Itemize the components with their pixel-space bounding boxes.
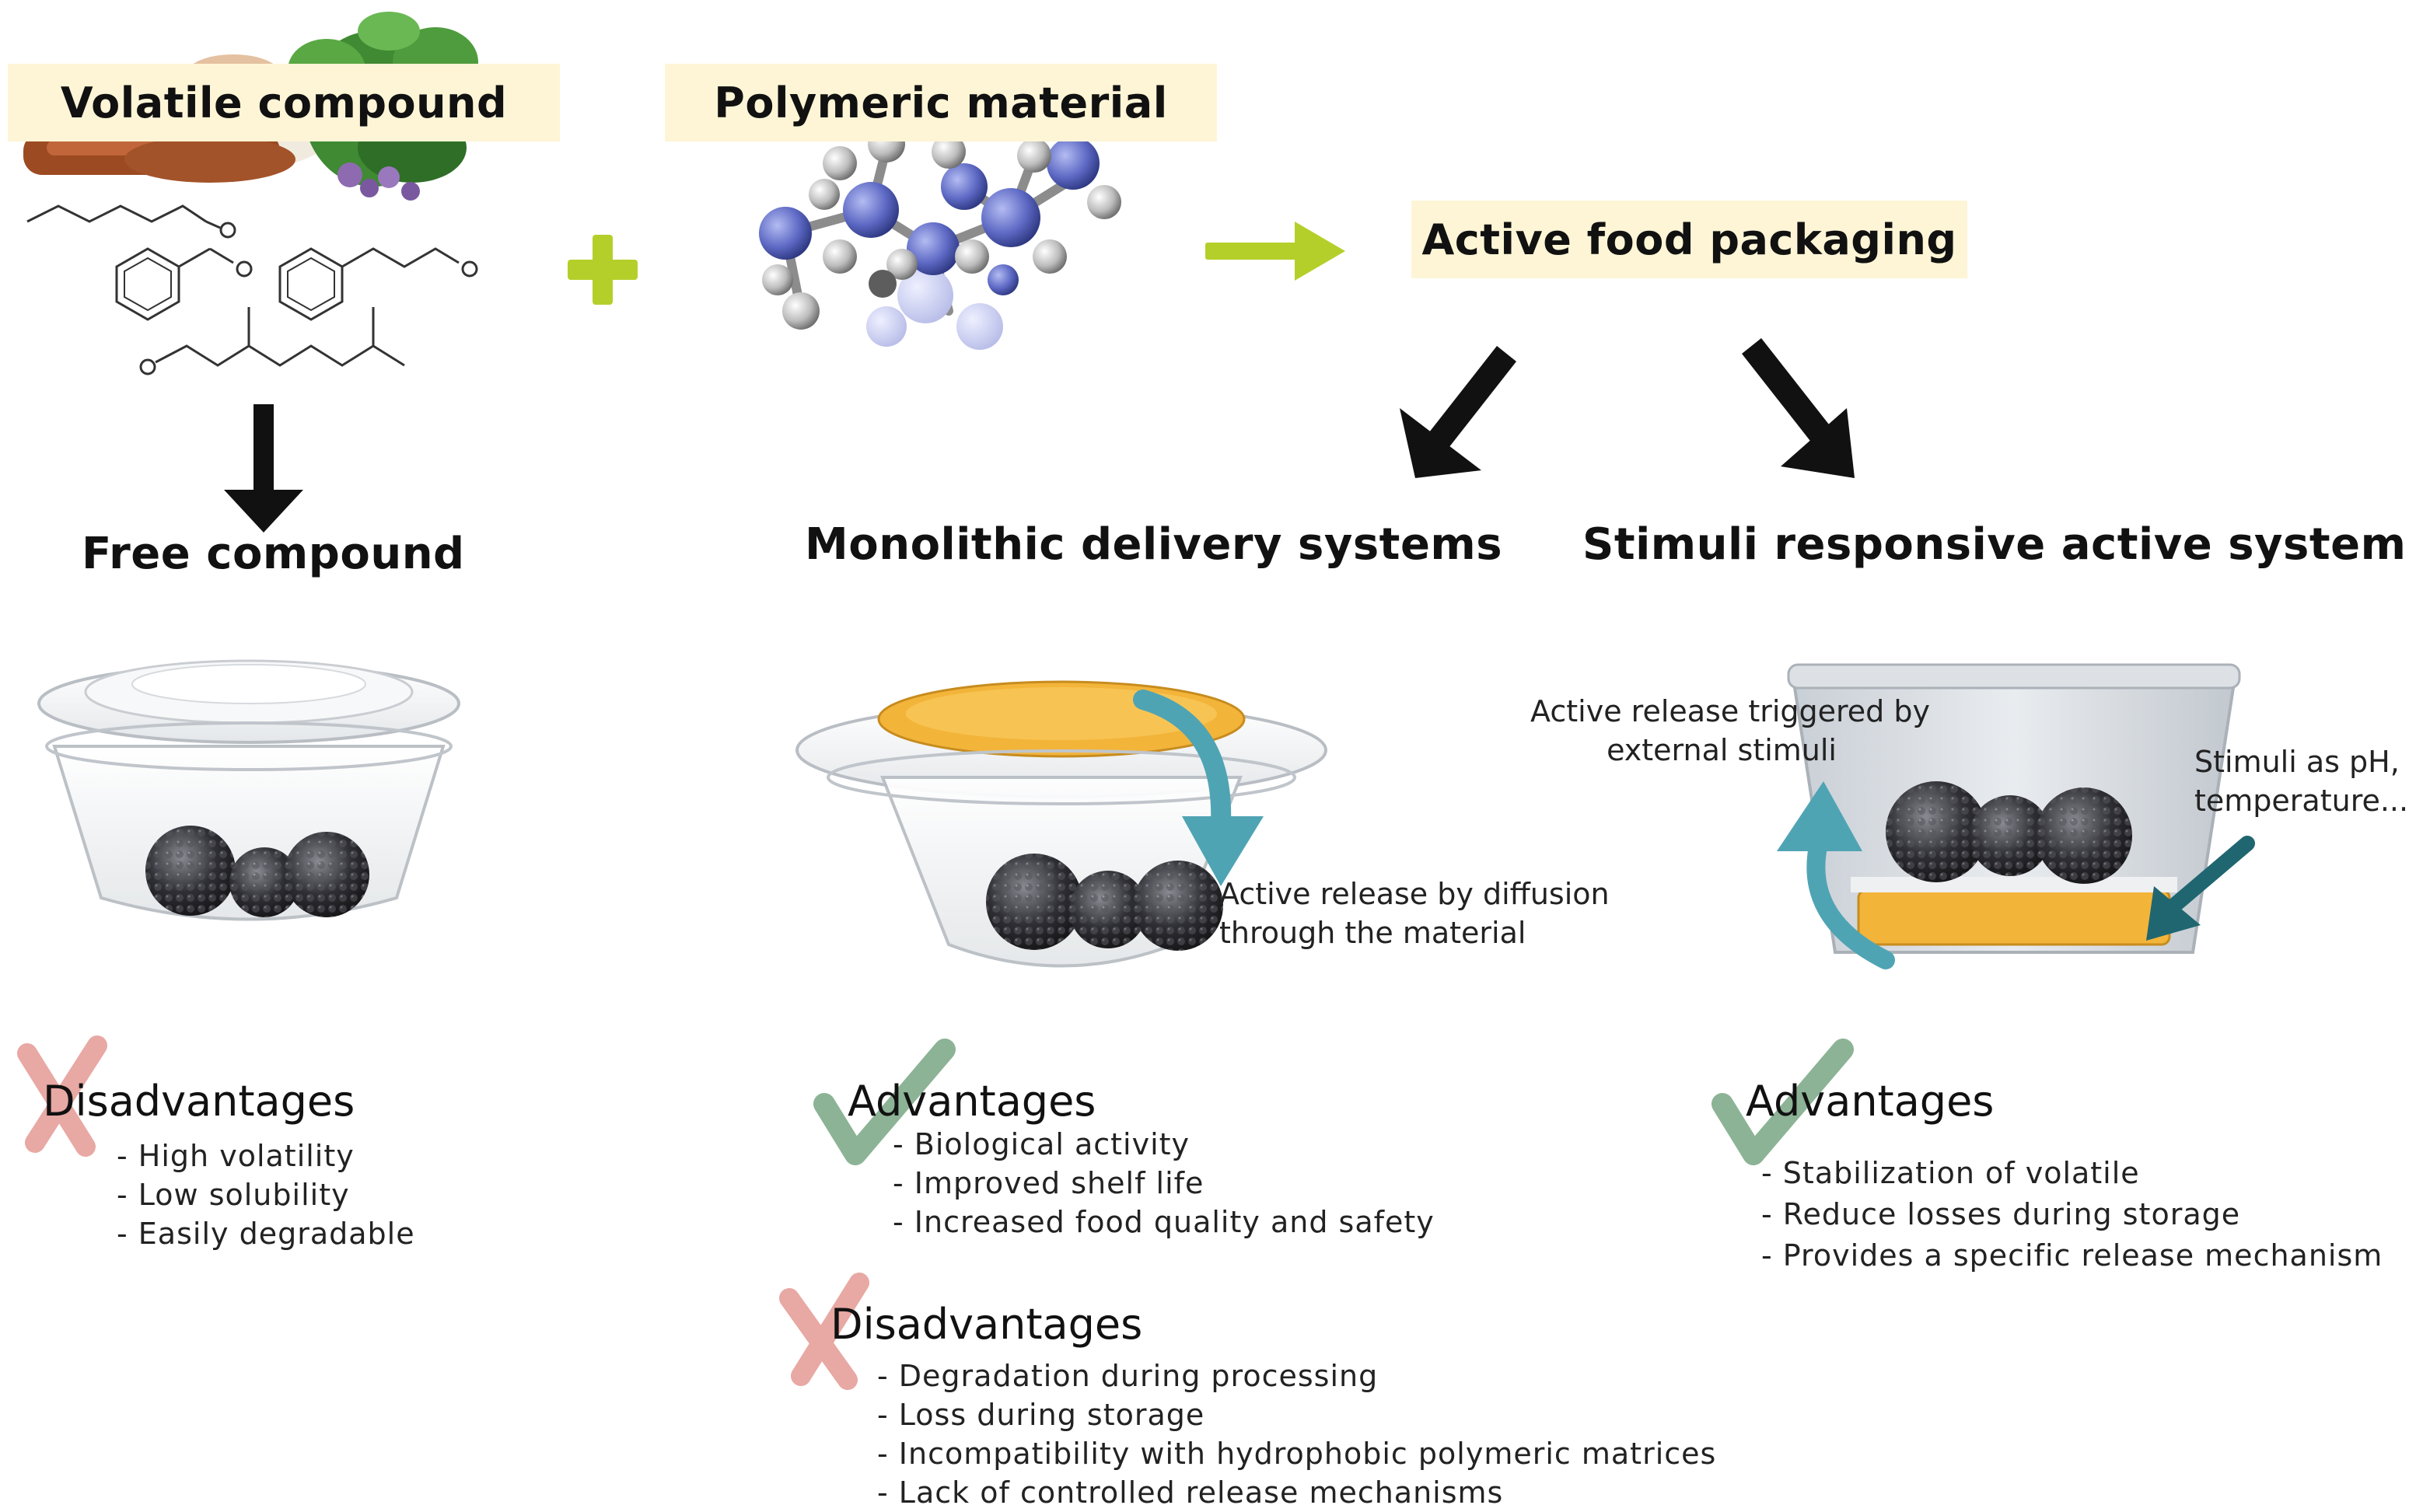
monolithic-disadvantages-list: Degradation during processing Loss durin… [877,1357,1716,1512]
check-icon-monolithic [813,1039,956,1165]
list-item: Loss during storage [877,1395,1716,1434]
polymeric-material-label: Polymeric material [665,64,1217,141]
arrow-down-right-icon [1742,338,1855,478]
list-item: Easily degradable [117,1214,415,1253]
free-compound-title: Free compound [82,529,465,579]
stimuli-conditions-note: Stimuli as pH, temperature... [2194,745,2409,818]
volatile-compound-label: Volatile compound [8,64,560,141]
monolithic-advantages-list: Biological activity Improved shelf life … [893,1125,1435,1241]
monolithic-advantages-title: Advantages [848,1077,1096,1126]
container-free-compound [37,659,460,921]
cross-icon-free [17,1035,107,1157]
stimuli-title: Stimuli responsive active system [1582,519,2407,570]
plus-icon [568,235,638,305]
list-item: Reduce losses during storage [1761,1194,2383,1235]
monolithic-title: Monolithic delivery systems [805,519,1503,570]
container-monolithic [795,680,1327,968]
arrow-right-icon [1205,222,1345,281]
list-item: Incompatibility with hydrophobic polymer… [877,1434,1716,1473]
monolithic-disadvantages-title: Disadvantages [830,1300,1143,1349]
active-food-packaging-label: Active food packaging [1411,201,1967,278]
free-disadvantages-title: Disadvantages [43,1077,355,1126]
list-item: Low solubility [117,1175,415,1214]
check-icon-stimuli [1711,1039,1854,1165]
list-item: Biological activity [893,1125,1435,1164]
stimuli-advantages-title: Advantages [1746,1077,1995,1126]
list-item: Degradation during processing [877,1357,1716,1395]
cross-icon-monolithic [779,1273,869,1390]
stimuli-release-note: Active release triggered by external sti… [1530,694,1930,767]
list-item: Improved shelf life [893,1164,1435,1203]
list-item: High volatility [117,1137,415,1175]
list-item: Lack of controlled release mechanisms [877,1473,1716,1512]
list-item: Increased food quality and safety [893,1203,1435,1241]
monolithic-release-note: Active release by diffusion through the … [1219,877,1610,950]
container-stimuli [1777,663,2255,969]
stimuli-advantages-list: Stabilization of volatile Reduce losses … [1761,1153,2383,1276]
list-item: Stabilization of volatile [1761,1153,2383,1194]
arrow-down-icon [224,404,303,533]
free-disadvantages-list: High volatility Low solubility Easily de… [117,1137,415,1253]
polymer-molecule-image [759,125,1121,350]
list-item: Provides a specific release mechanism [1761,1235,2383,1276]
chemical-structures [26,204,478,375]
arrow-down-left-icon [1400,346,1516,478]
